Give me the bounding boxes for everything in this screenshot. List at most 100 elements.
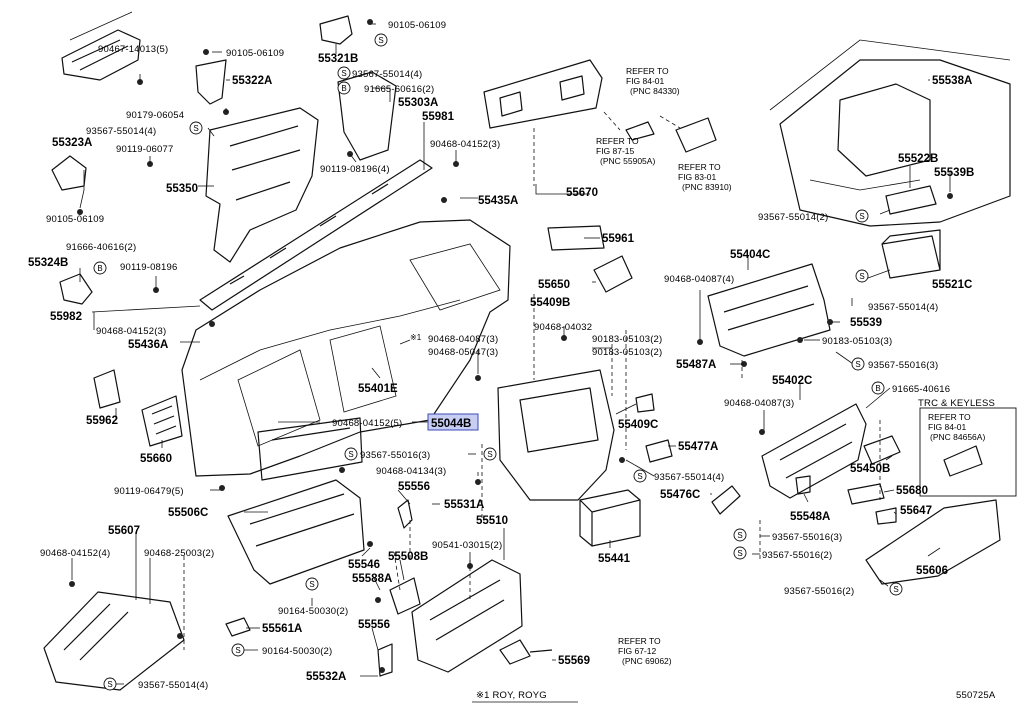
label-90183-05103-2-b[interactable]: 90183-05103(2) bbox=[592, 347, 662, 358]
label-90468-04152-3-a[interactable]: 90468-04152(3) bbox=[430, 139, 500, 150]
lower-cover-55606 bbox=[865, 499, 1001, 585]
label-55647[interactable]: 55647 bbox=[900, 505, 932, 517]
label-55556-b[interactable]: 55556 bbox=[358, 619, 390, 631]
label-55538a[interactable]: 55538A bbox=[932, 75, 972, 87]
keyless-switch bbox=[943, 445, 983, 477]
reinforcement-55350 bbox=[205, 107, 319, 263]
label-55435a[interactable]: 55435A bbox=[478, 195, 518, 207]
label-90468-04134[interactable]: 90468-04134(3) bbox=[376, 466, 446, 477]
label-55548a[interactable]: 55548A bbox=[790, 511, 830, 523]
label-55508b[interactable]: 55508B bbox=[388, 551, 428, 563]
label-91665-60616[interactable]: 91665-60616(2) bbox=[364, 84, 434, 95]
label-55324b[interactable]: 55324B bbox=[28, 257, 68, 269]
label-91666-40616[interactable]: 91666-40616(2) bbox=[66, 242, 136, 253]
label-90105-06109-b[interactable]: 90105-06109 bbox=[226, 48, 284, 59]
label-90105-06109-c[interactable]: 90105-06109 bbox=[46, 214, 104, 225]
label-90468-04087-3-b[interactable]: 90468-04087(3) bbox=[724, 398, 794, 409]
label-93567-55016-2-b[interactable]: 93567-55016(2) bbox=[784, 586, 854, 597]
label-55322a[interactable]: 55322A bbox=[232, 75, 272, 87]
label-55436a[interactable]: 55436A bbox=[128, 339, 168, 351]
label-93567-55014-4-b[interactable]: 93567-55014(4) bbox=[86, 126, 156, 137]
label-90468-25003[interactable]: 90468-25003(2) bbox=[144, 548, 214, 559]
label-55539[interactable]: 55539 bbox=[850, 317, 882, 329]
label-55660[interactable]: 55660 bbox=[140, 453, 172, 465]
label-90183-05103-3[interactable]: 90183-05103(3) bbox=[822, 336, 892, 347]
refer-84-01-b[interactable]: REFER TO FIG 84-01 (PNC 84656A) bbox=[928, 412, 985, 442]
label-90468-04087-3-a[interactable]: 90468-04087(3) bbox=[428, 334, 498, 345]
label-90119-06479[interactable]: 90119-06479(5) bbox=[114, 486, 184, 497]
label-55441[interactable]: 55441 bbox=[598, 553, 631, 565]
symbol-letter: S bbox=[637, 472, 642, 481]
glove-door-55506c bbox=[227, 479, 365, 585]
label-90119-06077[interactable]: 90119-06077 bbox=[116, 144, 174, 155]
label-90164-50030-2-a[interactable]: 90164-50030(2) bbox=[278, 606, 348, 617]
label-90183-05103-2-a[interactable]: 90183-05103(2) bbox=[592, 334, 662, 345]
label-55539b[interactable]: 55539B bbox=[934, 167, 974, 179]
refer-84-01-a[interactable]: REFER TO FIG 84-01 (PNC 84330) bbox=[626, 66, 680, 96]
label-90179-06054[interactable]: 90179-06054 bbox=[126, 110, 184, 121]
label-55680[interactable]: 55680 bbox=[896, 485, 928, 497]
bracket-84330 bbox=[625, 121, 655, 141]
label-93567-55014-4-d[interactable]: 93567-55014(4) bbox=[138, 680, 208, 691]
label-55506c[interactable]: 55506C bbox=[168, 507, 208, 519]
label-90468-04152-3-b[interactable]: 90468-04152(3) bbox=[96, 326, 166, 337]
label-55323a[interactable]: 55323A bbox=[52, 137, 92, 149]
refer-67-12[interactable]: REFER TO FIG 67-12 (PNC 69062) bbox=[618, 636, 672, 666]
label-55350[interactable]: 55350 bbox=[166, 183, 198, 195]
label-55569[interactable]: 55569 bbox=[558, 655, 590, 667]
label-55450b[interactable]: 55450B bbox=[850, 463, 890, 475]
label-55409b[interactable]: 55409B bbox=[530, 297, 570, 309]
label-55588a[interactable]: 55588A bbox=[352, 573, 392, 585]
refer-87-15[interactable]: REFER TO FIG 87-15 (PNC 55905A) bbox=[596, 136, 655, 166]
label-93567-55016-3-c[interactable]: 93567-55016(3) bbox=[772, 532, 842, 543]
label-91665-40616[interactable]: 91665-40616 bbox=[892, 384, 950, 395]
label-90164-50030-2-b[interactable]: 90164-50030(2) bbox=[262, 646, 332, 657]
label-55561a[interactable]: 55561A bbox=[262, 623, 302, 635]
label-55982[interactable]: 55982 bbox=[50, 311, 82, 323]
label-90468-04087-4[interactable]: 90468-04087(4) bbox=[664, 274, 734, 285]
label-93567-55014-4-e[interactable]: 93567-55014(4) bbox=[868, 302, 938, 313]
label-90468-05047[interactable]: 90468-05047(3) bbox=[428, 347, 498, 358]
label-55404c[interactable]: 55404C bbox=[730, 249, 770, 261]
label-90119-08196[interactable]: 90119-08196 bbox=[120, 262, 178, 273]
label-93567-55016-2-a[interactable]: 93567-55016(2) bbox=[762, 550, 832, 561]
label-90467-14013[interactable]: 90467-14013(5) bbox=[98, 44, 168, 55]
label-55546[interactable]: 55546 bbox=[348, 559, 380, 571]
label-55532a[interactable]: 55532A bbox=[306, 671, 346, 683]
label-55401e[interactable]: 55401E bbox=[358, 383, 398, 395]
label-55303a[interactable]: 55303A bbox=[398, 97, 438, 109]
label-55044b[interactable]: 55044B bbox=[431, 418, 471, 430]
label-93567-55014-4-a[interactable]: 93567-55014(4) bbox=[352, 69, 422, 80]
label-90119-08196-4[interactable]: 90119-08196(4) bbox=[320, 164, 390, 175]
label-90541-03015[interactable]: 90541-03015(2) bbox=[432, 540, 502, 551]
label-55650[interactable]: 55650 bbox=[538, 279, 570, 291]
label-55981[interactable]: 55981 bbox=[422, 111, 455, 123]
label-55962[interactable]: 55962 bbox=[86, 415, 118, 427]
panel-55477a bbox=[645, 439, 673, 463]
label-55476c[interactable]: 55476C bbox=[660, 489, 700, 501]
refer-83-01[interactable]: REFER TO FIG 83-01 (PNC 83910) bbox=[678, 162, 732, 192]
label-55522b[interactable]: 55522B bbox=[898, 153, 938, 165]
label-55477a[interactable]: 55477A bbox=[678, 441, 718, 453]
label-93567-55016-3-b[interactable]: 93567-55016(3) bbox=[868, 360, 938, 371]
label-93567-55014-4-c[interactable]: 93567-55014(4) bbox=[654, 472, 724, 483]
label-55531a[interactable]: 55531A bbox=[444, 499, 484, 511]
label-90468-04152-4[interactable]: 90468-04152(4) bbox=[40, 548, 110, 559]
label-55606[interactable]: 55606 bbox=[916, 565, 948, 577]
label-55402c[interactable]: 55402C bbox=[772, 375, 812, 387]
label-55607[interactable]: 55607 bbox=[108, 525, 140, 537]
label-93567-55016-3-a[interactable]: 93567-55016(3) bbox=[360, 450, 430, 461]
label-93567-55014-2[interactable]: 93567-55014(2) bbox=[758, 212, 828, 223]
label-90105-06109-a[interactable]: 90105-06109 bbox=[388, 20, 446, 31]
label-90468-04152-5[interactable]: 90468-04152(5) bbox=[332, 418, 402, 429]
label-55521c[interactable]: 55521C bbox=[932, 279, 972, 291]
label-55670[interactable]: 55670 bbox=[566, 187, 598, 199]
label-55510[interactable]: 55510 bbox=[476, 515, 508, 527]
vent-83910 bbox=[675, 117, 717, 153]
label-55321b[interactable]: 55321B bbox=[318, 53, 358, 65]
label-90468-04032[interactable]: 90468-04032 bbox=[534, 322, 592, 333]
label-55961[interactable]: 55961 bbox=[602, 233, 635, 245]
label-55556-a[interactable]: 55556 bbox=[398, 481, 430, 493]
label-55409c[interactable]: 55409C bbox=[618, 419, 658, 431]
label-55487a[interactable]: 55487A bbox=[676, 359, 716, 371]
